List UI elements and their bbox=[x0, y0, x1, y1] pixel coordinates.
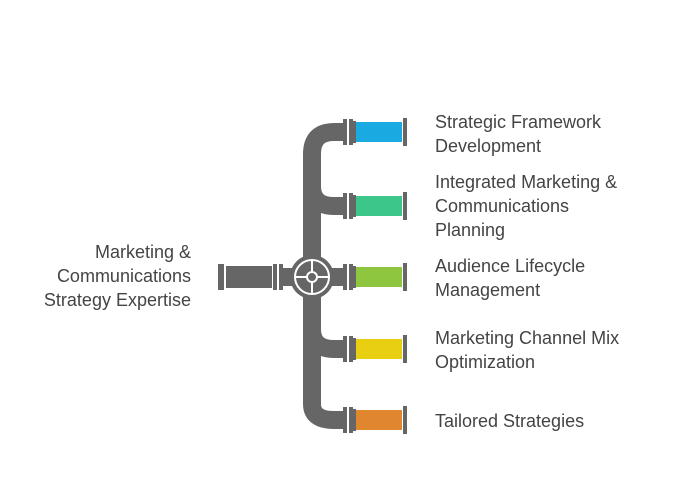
outlet-flange bbox=[349, 193, 353, 219]
branch-label-2: Integrated Marketing & Communications Pl… bbox=[435, 170, 665, 242]
outlet-end-cap bbox=[403, 335, 407, 363]
branch-label-5: Tailored Strategies bbox=[435, 409, 665, 433]
outlet-collar bbox=[353, 266, 356, 288]
outlet-colored-pipe bbox=[356, 122, 402, 142]
outlet-collar bbox=[353, 409, 356, 431]
outlet-collar bbox=[353, 338, 356, 360]
source-label-line: Communications bbox=[56, 266, 191, 286]
outlet-flange bbox=[343, 407, 347, 433]
outlet-collar bbox=[353, 121, 356, 143]
branch-label-3: Audience Lifecycle Management bbox=[435, 254, 665, 302]
branch-label-line: Development bbox=[435, 136, 542, 156]
source-pipe bbox=[218, 264, 297, 290]
branch-label-line: Planning bbox=[435, 220, 506, 240]
outlet-flange bbox=[349, 119, 353, 145]
outlet-end-cap bbox=[403, 192, 407, 220]
branch-label-4: Marketing Channel Mix Optimization bbox=[435, 326, 665, 374]
outlet-colored-pipe bbox=[356, 267, 402, 287]
outlet-end-cap bbox=[403, 406, 407, 434]
branch-label-line: Strategic Framework bbox=[435, 112, 602, 132]
branch-label-1: Strategic Framework Development bbox=[435, 110, 665, 158]
branch-label-line: Audience Lifecycle bbox=[435, 256, 586, 276]
branch-label-line: Tailored Strategies bbox=[435, 411, 585, 431]
branch-outlets bbox=[343, 118, 407, 434]
outlet-flange bbox=[349, 264, 353, 290]
outlet-flange bbox=[343, 193, 347, 219]
outlet-flange bbox=[349, 336, 353, 362]
outlet-flange bbox=[343, 264, 347, 290]
branch-label-line: Management bbox=[435, 280, 541, 300]
outlet-colored-pipe bbox=[356, 196, 402, 216]
source-label-line: Marketing & bbox=[94, 242, 191, 262]
outlet-flange bbox=[349, 407, 353, 433]
outlet-end-cap bbox=[403, 263, 407, 291]
outlet-end-cap bbox=[403, 118, 407, 146]
branch-label-line: Optimization bbox=[435, 352, 536, 372]
outlet-colored-pipe bbox=[356, 410, 402, 430]
outlet-flange bbox=[343, 119, 347, 145]
outlet-colored-pipe bbox=[356, 339, 402, 359]
branch-label-line: Communications bbox=[435, 196, 570, 216]
outlet-collar bbox=[353, 195, 356, 217]
source-label: Marketing & Communications Strategy Expe… bbox=[1, 240, 191, 312]
source-label-line: Strategy Expertise bbox=[43, 290, 191, 310]
valve-wheel-icon bbox=[290, 255, 334, 299]
branch-label-line: Marketing Channel Mix bbox=[435, 328, 620, 348]
branch-label-line: Integrated Marketing & bbox=[435, 172, 618, 192]
outlet-flange bbox=[343, 336, 347, 362]
